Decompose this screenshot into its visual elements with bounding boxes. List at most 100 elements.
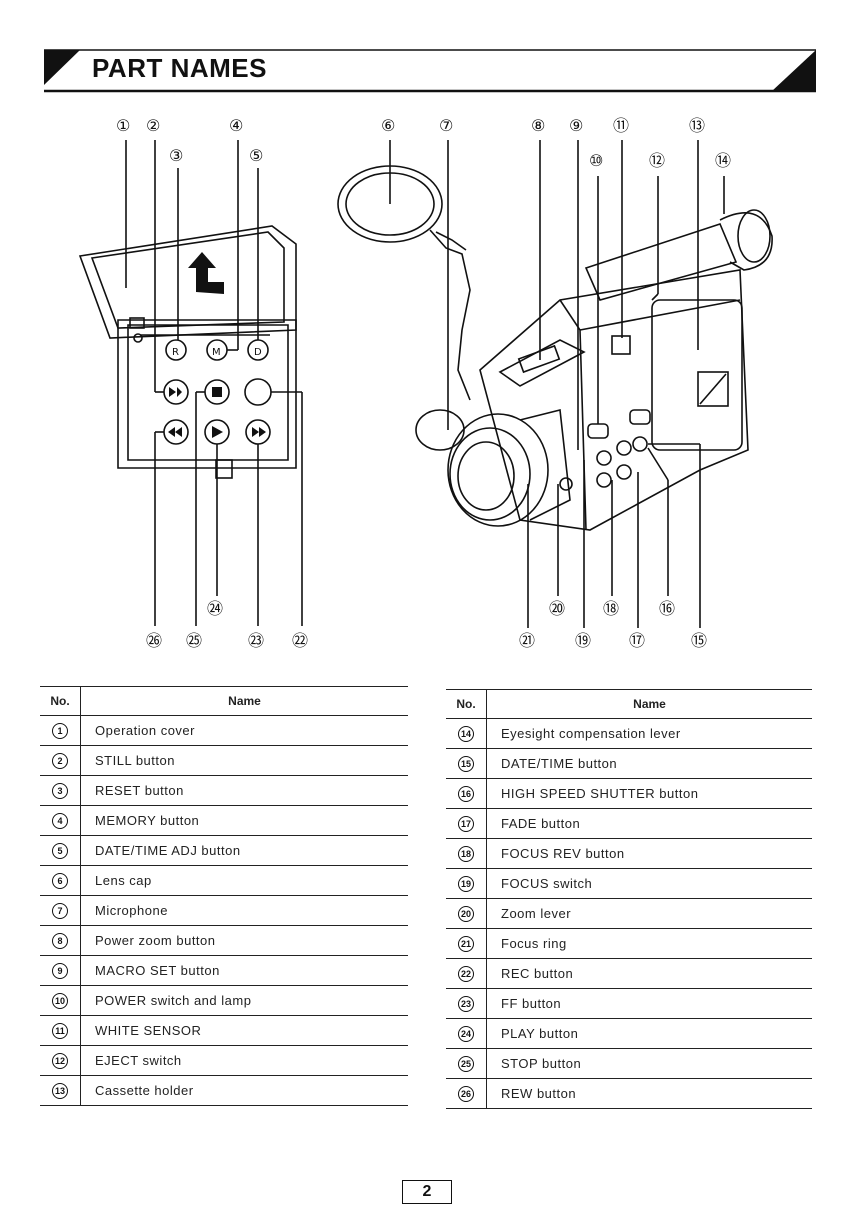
label-15: ⑮ <box>691 631 707 650</box>
part-name: Zoom lever <box>486 898 812 929</box>
part-name: EJECT switch <box>80 1045 408 1076</box>
label-18: ⑱ <box>603 599 619 618</box>
part-number: 13 <box>52 1083 68 1099</box>
table-row: 2 STILL button <box>40 745 408 776</box>
col-name-header: Name <box>80 686 408 716</box>
part-name: RESET button <box>80 775 408 806</box>
part-number: 20 <box>458 906 474 922</box>
power-switch-drawing <box>587 423 609 439</box>
label-17: ⑰ <box>629 631 645 650</box>
label-20: ⑳ <box>549 599 565 618</box>
section-header: PART NAMES <box>44 47 816 93</box>
part-name: FOCUS switch <box>486 868 812 899</box>
open-arrow-icon <box>188 252 224 294</box>
part-name: STILL button <box>80 745 408 776</box>
svg-text:D: D <box>254 347 262 358</box>
label-12: ⑫ <box>649 151 665 170</box>
part-name: REW button <box>486 1078 812 1109</box>
part-name: HIGH SPEED SHUTTER button <box>486 778 812 809</box>
col-no-header: No. <box>40 686 81 716</box>
part-number: 14 <box>458 726 474 742</box>
part-name: POWER switch and lamp <box>80 985 408 1016</box>
part-name: DATE/TIME button <box>486 748 812 779</box>
table-row: 13 Cassette holder <box>40 1075 408 1106</box>
part-number: 16 <box>458 786 474 802</box>
label-2: ② <box>146 116 160 135</box>
table-row: 19 FOCUS switch <box>446 868 812 899</box>
operation-panel-drawing: R M D <box>78 140 303 626</box>
label-14: ⑭ <box>715 151 731 170</box>
label-16: ⑯ <box>659 599 675 618</box>
part-name: Eyesight compensation lever <box>486 718 812 749</box>
label-25: ㉕ <box>186 631 202 650</box>
part-name: FADE button <box>486 808 812 839</box>
part-number: 1 <box>52 723 68 739</box>
rec-button-drawing <box>244 378 272 406</box>
part-number: 11 <box>52 1023 68 1039</box>
zoom-lever-drawing <box>559 477 573 491</box>
label-3: ③ <box>169 146 183 165</box>
part-number: 26 <box>458 1086 474 1102</box>
table-row: 20 Zoom lever <box>446 898 812 929</box>
table-row: 1 Operation cover <box>40 715 408 746</box>
label-22: ㉒ <box>292 631 308 650</box>
reset-button-drawing <box>165 339 187 361</box>
part-number: 23 <box>458 996 474 1012</box>
part-number: 10 <box>52 993 68 1009</box>
table-row: 6 Lens cap <box>40 865 408 896</box>
part-number: 5 <box>52 843 68 859</box>
part-number: 12 <box>52 1053 68 1069</box>
eyepiece-drawing <box>737 209 771 263</box>
part-number: 9 <box>52 963 68 979</box>
part-name: Microphone <box>80 895 408 926</box>
col-no-header: No. <box>446 689 487 719</box>
part-number: 6 <box>52 873 68 889</box>
part-names-table-right: No. Name 14 Eyesight compensation lever 1… <box>446 689 812 1109</box>
header-banner-shape <box>44 49 816 93</box>
label-19: ⑲ <box>575 631 591 650</box>
table-row: 3 RESET button <box>40 775 408 806</box>
table-row: 11 WHITE SENSOR <box>40 1015 408 1046</box>
part-number: 22 <box>458 966 474 982</box>
col-name-header: Name <box>486 689 812 719</box>
part-name: MACRO SET button <box>80 955 408 986</box>
table-row: 16 HIGH SPEED SHUTTER button <box>446 778 812 809</box>
lens-drawing <box>447 413 549 527</box>
part-number: 15 <box>458 756 474 772</box>
part-name: Operation cover <box>80 715 408 746</box>
part-number: 17 <box>458 816 474 832</box>
table-row: 15 DATE/TIME button <box>446 748 812 779</box>
white-sensor-drawing <box>611 335 631 355</box>
part-name: WHITE SENSOR <box>80 1015 408 1046</box>
label-8: ⑧ <box>531 116 545 135</box>
table-row: 12 EJECT switch <box>40 1045 408 1076</box>
part-name: Cassette holder <box>80 1075 408 1106</box>
svg-text:M: M <box>212 347 221 358</box>
label-6: ⑥ <box>381 116 395 135</box>
table-row: 10 POWER switch and lamp <box>40 985 408 1016</box>
part-name: Lens cap <box>80 865 408 896</box>
label-1: ① <box>116 116 130 135</box>
part-number: 25 <box>458 1056 474 1072</box>
part-number: 19 <box>458 876 474 892</box>
part-number: 2 <box>52 753 68 769</box>
svg-text:R: R <box>172 347 179 358</box>
label-21: ㉑ <box>519 631 535 650</box>
label-13: ⑬ <box>689 116 705 135</box>
part-name: Focus ring <box>486 928 812 959</box>
label-5: ⑤ <box>249 146 263 165</box>
label-4: ④ <box>229 116 243 135</box>
label-23: ㉓ <box>248 631 264 650</box>
part-number: 3 <box>52 783 68 799</box>
page-number: 2 <box>402 1180 452 1204</box>
part-number: 21 <box>458 936 474 952</box>
table-row: 9 MACRO SET button <box>40 955 408 986</box>
